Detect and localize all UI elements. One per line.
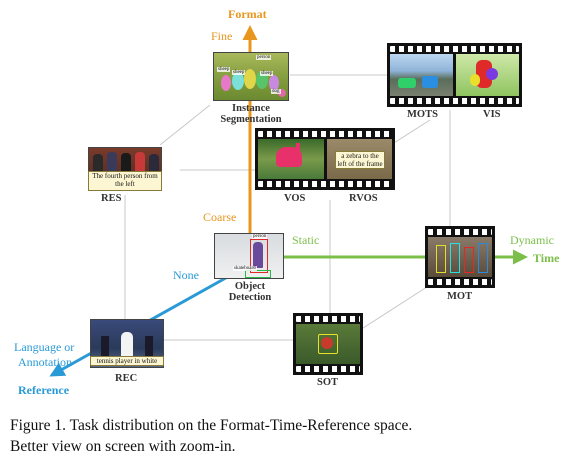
detection-tag-skateboard: skateboard xyxy=(233,266,257,271)
instance-segmentation-label-line1: Instance xyxy=(232,103,270,114)
instance-tag-person: person xyxy=(256,55,272,60)
rvos-label: RVOS xyxy=(349,193,378,204)
time-low-label: Static xyxy=(292,233,320,247)
vis-label: VIS xyxy=(483,109,501,120)
instance-segmentation-figure xyxy=(221,69,286,97)
instance-segmentation-label: Instance Segmentation xyxy=(210,103,292,125)
res-label: RES xyxy=(101,193,122,204)
sot-frame xyxy=(296,324,360,364)
figure-caption: Figure 1. Task distribution on the Forma… xyxy=(10,415,570,457)
detection-tag-person: person xyxy=(252,234,268,239)
rvos-frame: a zebra to the left of the frame xyxy=(327,139,392,179)
time-high-label: Dynamic xyxy=(510,233,554,247)
instance-tag-sheep-1: sheep xyxy=(217,67,231,72)
rvos-caption: a zebra to the left of the frame xyxy=(335,151,385,169)
sot-film-strip xyxy=(293,313,363,375)
mot-film-strip xyxy=(425,226,495,288)
reference-high-label-1: Language or xyxy=(14,340,75,354)
format-axis-title: Format xyxy=(228,7,267,21)
rec-caption: tennis player in white xyxy=(90,356,164,366)
vos-rvos-film-strip: a zebra to the left of the frame xyxy=(255,128,395,190)
instance-tag-sheep-3: sheep xyxy=(260,71,274,76)
format-low-label: Coarse xyxy=(203,210,237,224)
instance-tag-sheep-2: sheep xyxy=(232,70,246,75)
figure-caption-line1: Figure 1. Task distribution on the Forma… xyxy=(10,417,413,434)
vos-frame xyxy=(258,139,324,179)
mot-frame xyxy=(428,237,492,277)
mots-label: MOTS xyxy=(407,109,438,120)
sot-label: SOT xyxy=(317,377,339,388)
mots-vis-film-strip xyxy=(387,43,522,107)
mot-label: MOT xyxy=(447,291,473,302)
mots-frame xyxy=(390,54,453,96)
res-caption: The fourth person from the left xyxy=(88,171,162,191)
format-high-label: Fine xyxy=(211,29,233,43)
object-detection-thumbnail: person skateboard xyxy=(214,233,284,279)
object-detection-label-line1: Object xyxy=(234,281,266,292)
time-axis-title: Time xyxy=(533,251,560,265)
vos-label: VOS xyxy=(284,193,306,204)
instance-tag-dog: dog xyxy=(271,89,281,94)
object-detection-label-line2: Detection xyxy=(228,292,272,303)
instance-segmentation-thumbnail: person sheep sheep sheep dog xyxy=(213,52,289,101)
reference-low-label: None xyxy=(173,268,199,282)
rec-label: REC xyxy=(115,373,138,384)
reference-high-label-2: Annotation xyxy=(18,355,72,369)
reference-axis-title: Reference xyxy=(18,383,70,397)
object-detection-label: Object Detection xyxy=(212,281,288,303)
vis-frame xyxy=(456,54,519,96)
instance-segmentation-label-line2: Segmentation xyxy=(220,114,282,125)
figure-caption-line2: Better view on screen with zoom-in. xyxy=(10,438,236,455)
